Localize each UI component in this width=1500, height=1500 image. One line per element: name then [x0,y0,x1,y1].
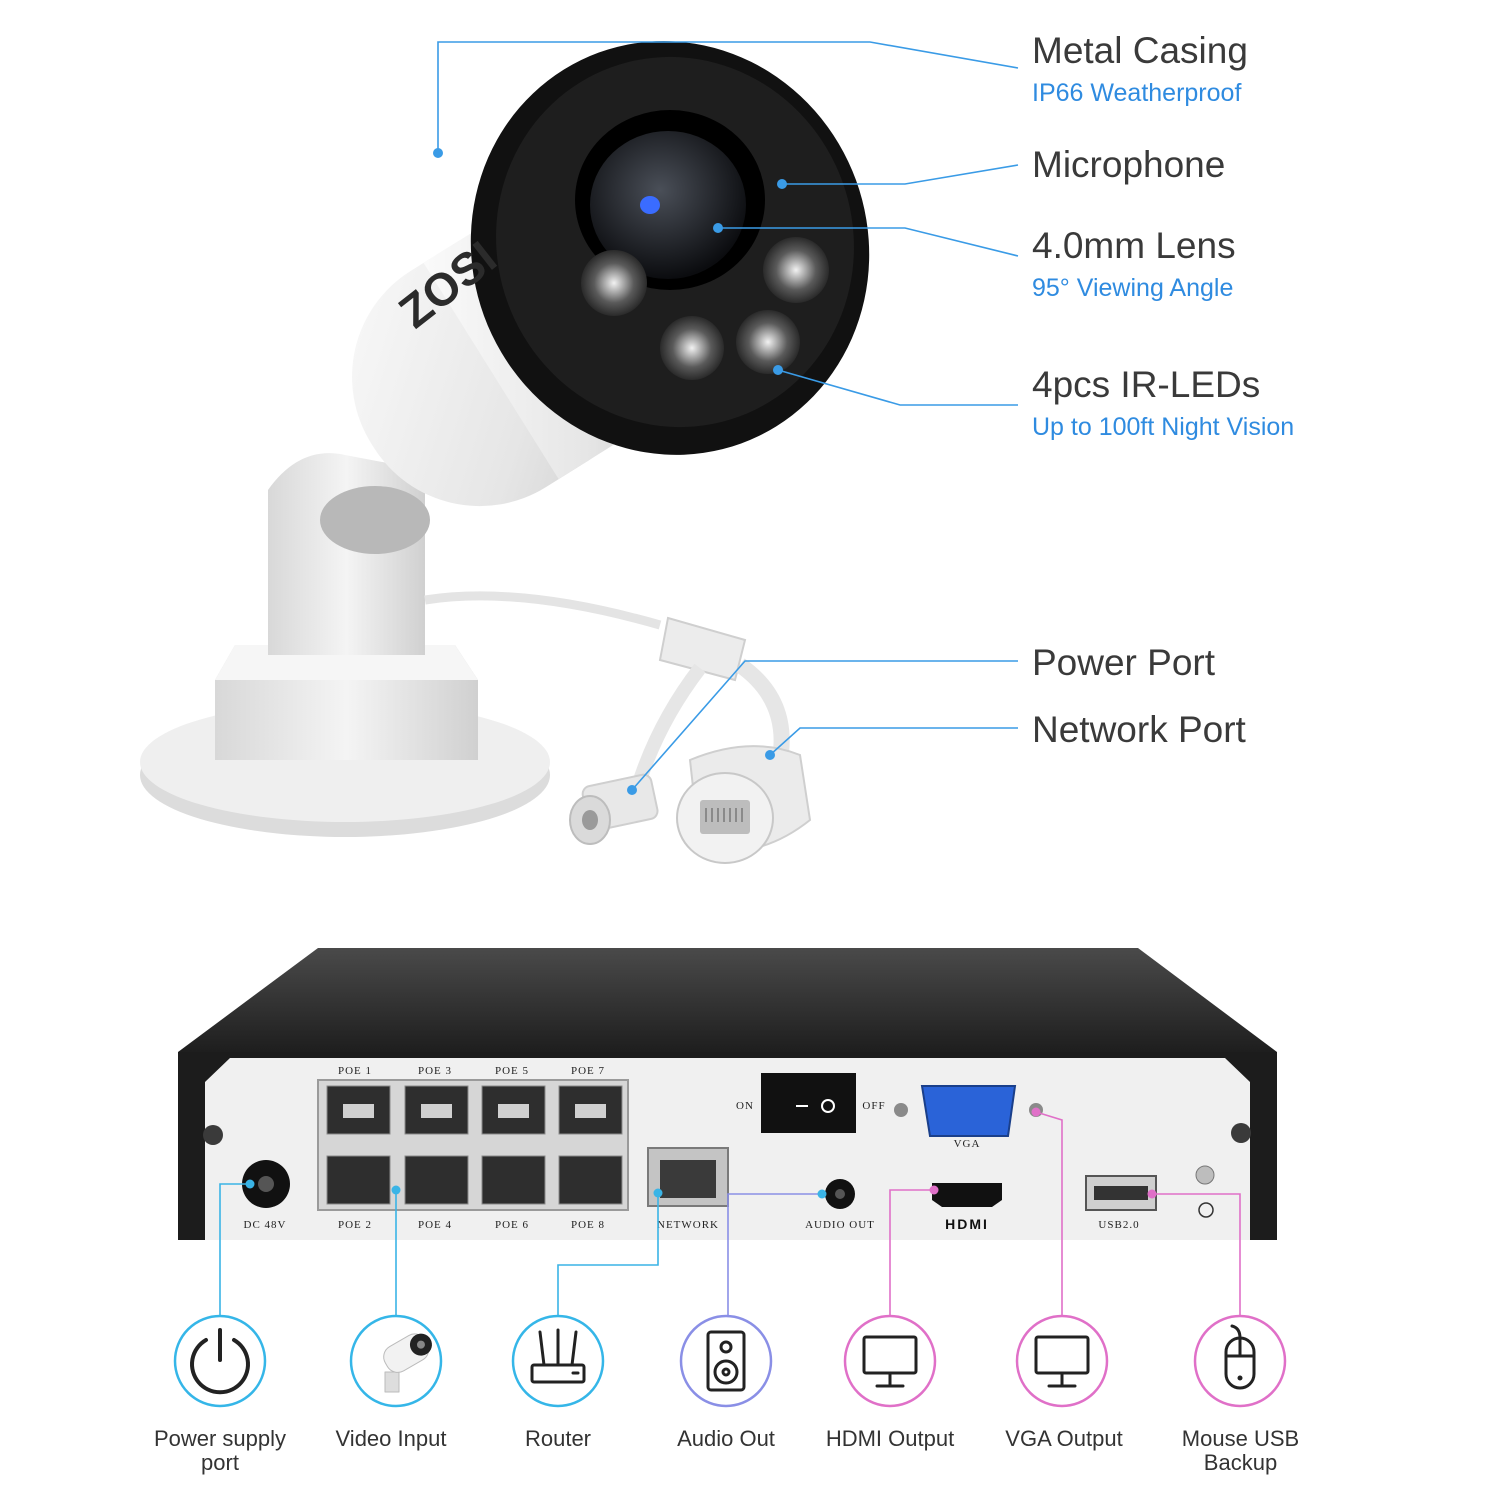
callout-metal-casing: Metal Casing IP66 Weatherproof [1032,32,1248,106]
power-switch [761,1073,856,1133]
switch-off-label: OFF [862,1100,885,1112]
port-label-audio-out: Audio Out [677,1426,775,1451]
mount-arm [268,453,425,655]
callout-subtitle: 95° Viewing Angle [1032,274,1234,302]
mouse-icon [1193,1314,1287,1408]
port-label-video-input: Video Input [335,1426,447,1451]
port-label-router: Router [524,1426,592,1451]
poe-label: POE 1 [338,1065,372,1077]
callout-subtitle: Up to 100ft Night Vision [1032,413,1295,441]
port-label-power: Power supply port [153,1426,287,1475]
callout-network-port: Network Port [1032,711,1246,748]
monitor-icon [843,1314,937,1408]
ir-led [581,250,647,316]
camera-leader-lines [437,41,1019,791]
power-connector [569,773,659,845]
monitor-icon [1015,1314,1109,1408]
monitor-glyph [862,1335,918,1388]
callout-lens: 4.0mm Lens 95° Viewing Angle [1032,227,1236,301]
callout-power-port: Power Port [1032,644,1215,681]
network-connector [676,745,812,864]
monitor-glyph [1034,1335,1090,1388]
port-label-vga: VGA Output [1005,1426,1123,1451]
port-label-hdmi: HDMI Output [825,1426,955,1451]
poe-label: POE 7 [571,1065,605,1077]
callout-title: Network Port [1032,709,1246,750]
ir-led [736,310,800,374]
camera-glyph [383,1333,432,1393]
callout-title: Power Port [1032,642,1216,683]
usb-label: USB2.0 [1098,1219,1139,1231]
nvr-top [178,948,1277,1052]
callout-title: 4.0mm Lens [1032,225,1236,266]
camera-front [470,41,870,455]
ir-led [660,316,724,380]
callout-title: Metal Casing [1032,30,1248,71]
dc-label: DC 48V [244,1219,287,1231]
nvr-leader-dots [245,1107,1157,1199]
mouse-glyph [1224,1324,1256,1390]
speaker-glyph [706,1330,746,1392]
poe-label: POE 8 [571,1219,605,1231]
poe-label: POE 4 [418,1219,452,1231]
ir-led [763,237,829,303]
hdmi-label: HDMI [945,1216,989,1232]
poe-label: POE 5 [495,1065,529,1077]
poe-label: POE 2 [338,1219,372,1231]
vga-label: VGA [954,1138,981,1150]
port-icon-glyphs [190,1324,1256,1395]
callout-title: Microphone [1032,144,1226,185]
callout-title: 4pcs IR-LEDs [1032,364,1261,405]
switch-on-label: ON [736,1100,754,1112]
power-glyph [190,1338,250,1395]
poe-ports [326,1085,623,1205]
lens [590,131,746,279]
poe-label: POE 6 [495,1219,529,1231]
camera-leader-dots [433,148,787,795]
nvr-leader-lines [219,1111,1241,1316]
port-label-mouse-usb: Mouse USB Backup [1181,1426,1300,1475]
camera-cable [424,591,662,630]
camera-illustration: ZOSI [140,41,870,864]
audio-out-label: AUDIO OUT [805,1219,875,1231]
vga-port [920,1085,1017,1137]
callout-subtitle: IP66 Weatherproof [1032,79,1242,107]
router-glyph [530,1328,586,1384]
callout-ir-leds: 4pcs IR-LEDs Up to 100ft Night Vision [1032,366,1294,440]
poe-label: POE 3 [418,1065,452,1077]
network-label: NETWORK [657,1219,719,1231]
callout-microphone: Microphone [1032,146,1225,183]
hdmi-port [932,1183,1002,1207]
